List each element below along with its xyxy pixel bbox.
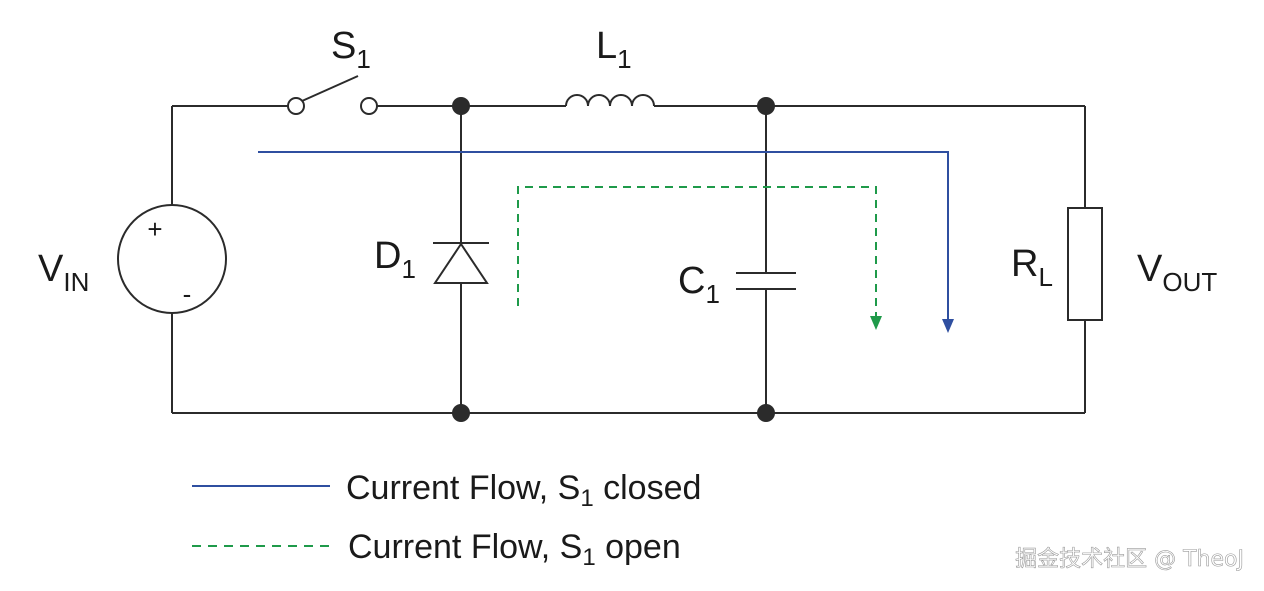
diode-d1: [433, 242, 489, 284]
label-rl-sub: L: [1038, 262, 1052, 292]
source-plus-sign: +: [147, 214, 162, 244]
label-vin: VIN: [38, 248, 89, 297]
current-path-closed: [258, 151, 954, 333]
label-l1-sub: 1: [617, 44, 631, 74]
label-l1-letter: L: [596, 25, 617, 67]
legend-open-prefix: Current Flow, S: [348, 528, 582, 566]
current-path-open: [517, 186, 882, 330]
label-vout-letter: V: [1137, 248, 1163, 290]
circuit-wires: [171, 105, 1086, 414]
label-d1-letter: D: [374, 235, 401, 277]
label-rl: RL: [1011, 243, 1053, 292]
label-s1: S1: [331, 25, 371, 74]
legend-closed-sub: 1: [580, 485, 593, 512]
legend-closed-label: Current Flow, S1 closed: [346, 469, 701, 512]
legend-open-suffix: open: [596, 528, 681, 566]
source-minus-sign: -: [183, 279, 192, 309]
load-resistor-rl: [1067, 207, 1103, 321]
legend-open-label: Current Flow, S1 open: [348, 528, 681, 571]
label-s1-sub: 1: [356, 44, 370, 74]
label-vin-letter: V: [38, 248, 64, 290]
inductor-l1: [565, 94, 655, 107]
junction-dots: [452, 97, 775, 422]
switch-s1: [287, 75, 378, 115]
legend-closed-suffix: closed: [594, 469, 702, 507]
label-s1-letter: S: [331, 25, 356, 67]
voltage-source-vin: [117, 204, 227, 314]
label-vin-sub: IN: [63, 267, 89, 297]
label-d1-sub: 1: [401, 254, 415, 284]
legend: Current Flow, S1 closed Current Flow, S1…: [192, 469, 701, 571]
legend-closed-prefix: Current Flow, S: [346, 469, 580, 507]
watermark-text: 掘金技术社区 @ TheoJ: [1015, 547, 1244, 572]
label-rl-letter: R: [1011, 243, 1038, 285]
capacitor-c1: [736, 272, 796, 290]
label-vout-sub: OUT: [1162, 267, 1217, 297]
label-vout: VOUT: [1137, 248, 1217, 297]
label-c1-letter: C: [678, 260, 705, 302]
label-l1: L1: [596, 25, 632, 74]
label-c1: C1: [678, 260, 720, 309]
label-d1: D1: [374, 235, 416, 284]
legend-open-sub: 1: [582, 544, 595, 571]
label-c1-sub: 1: [705, 279, 719, 309]
